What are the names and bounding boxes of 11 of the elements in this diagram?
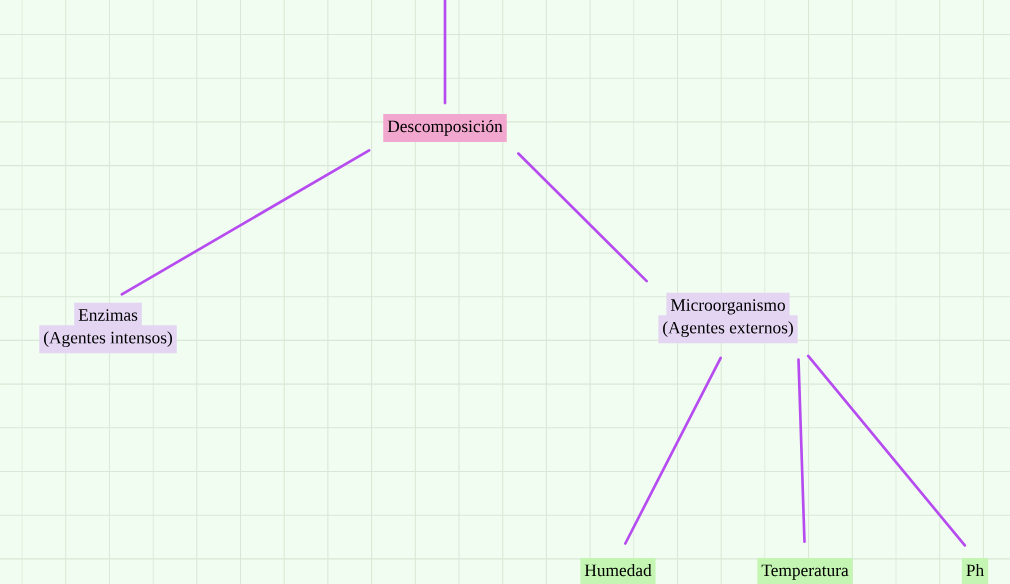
connector-line: [624, 356, 723, 545]
highlighted-label: Temperatura: [757, 558, 853, 584]
connector-line: [797, 358, 806, 544]
highlighted-label: Descomposición: [383, 114, 507, 142]
connector-line: [120, 148, 371, 296]
highlighted-label: Humedad: [580, 558, 656, 584]
highlighted-label: Enzimas (Agentes intensos): [39, 302, 177, 354]
connector-line: [443, 0, 447, 105]
highlighted-label: Microorganismo (Agentes externos): [658, 292, 798, 344]
connector-line: [806, 354, 967, 547]
connector-line: [517, 152, 649, 283]
